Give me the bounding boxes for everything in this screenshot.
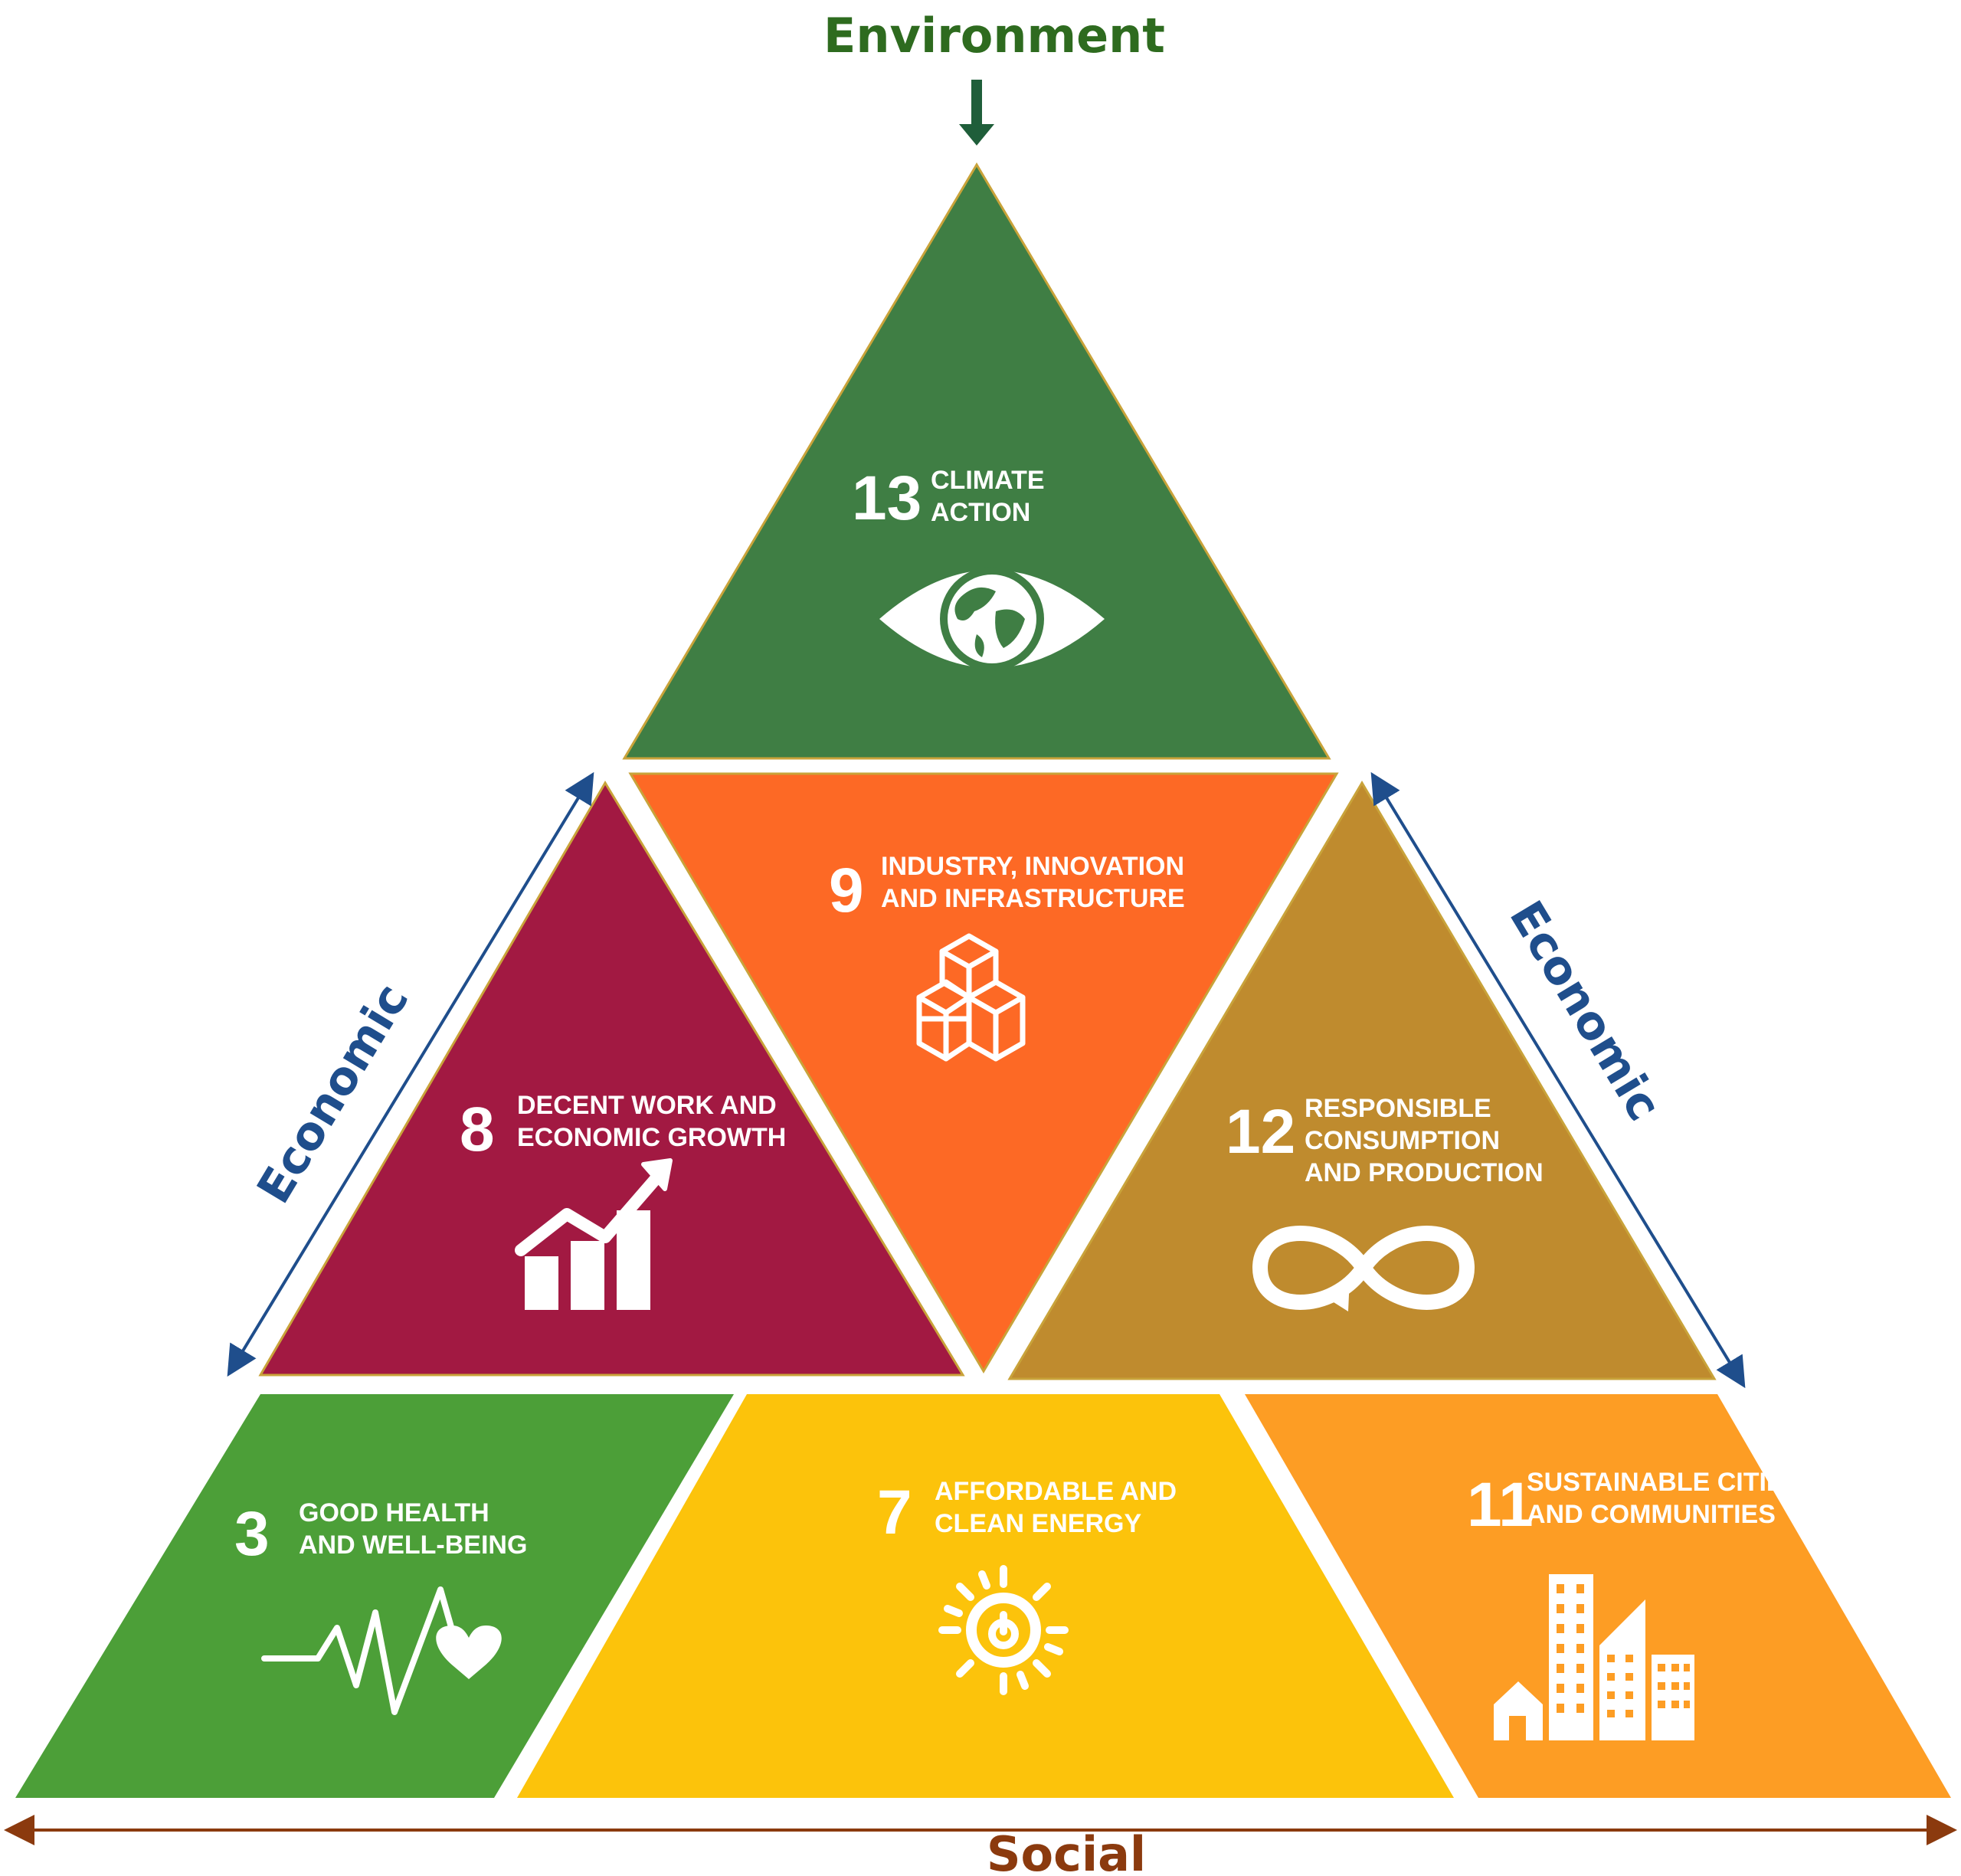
sdg3-number: 3 bbox=[234, 1499, 270, 1569]
sdg8-title-line1: DECENT WORK AND bbox=[517, 1091, 777, 1120]
sdg12-title-line2: CONSUMPTION bbox=[1305, 1126, 1500, 1155]
sdg11-title-line1: SUSTAINABLE CITIES bbox=[1527, 1468, 1801, 1497]
sdg7-shape bbox=[517, 1394, 1454, 1798]
heartbeat-icon bbox=[261, 1586, 502, 1715]
sdg12-title-line3: AND PRODUCTION bbox=[1305, 1158, 1544, 1187]
sdg13-number: 13 bbox=[852, 463, 922, 533]
sdg7-title-line2: CLEAN ENERGY bbox=[935, 1509, 1141, 1538]
sdg7-title-line1: AFFORDABLE AND bbox=[935, 1477, 1177, 1506]
sdg9-tile: 9 INDUSTRY, INNOVATION AND INFRASTRUCTUR… bbox=[628, 772, 1339, 1373]
sdg7-tile: 7 AFFORDABLE AND CLEAN ENERGY bbox=[517, 1394, 1454, 1798]
sdg3-shape bbox=[15, 1394, 734, 1798]
right-economic-arrow bbox=[1370, 771, 1746, 1389]
sdg12-title-line1: RESPONSIBLE bbox=[1305, 1094, 1491, 1123]
sun-power-icon bbox=[938, 1565, 1069, 1695]
environment-label: Environment bbox=[823, 8, 1165, 64]
sdg3-title-line2: AND WELL-BEING bbox=[299, 1531, 527, 1560]
sdg13-title-line1: CLIMATE bbox=[931, 466, 1045, 495]
sdg3-title-line1: GOOD HEALTH bbox=[299, 1498, 489, 1527]
buildings-icon bbox=[1494, 1574, 1694, 1740]
sdg11-number: 11 bbox=[1467, 1470, 1534, 1540]
environment-arrow bbox=[959, 80, 994, 146]
sdg12-number: 12 bbox=[1226, 1097, 1295, 1167]
sdg13-tile: 13 CLIMATE ACTION bbox=[622, 162, 1331, 760]
sdg8-number: 8 bbox=[460, 1095, 495, 1164]
cubes-icon bbox=[916, 933, 1026, 1062]
sdg8-title-line2: ECONOMIC GROWTH bbox=[517, 1123, 786, 1152]
sdg9-title-line2: AND INFRASTRUCTURE bbox=[881, 884, 1185, 913]
sdg7-number: 7 bbox=[877, 1478, 912, 1547]
social-label: Social bbox=[987, 1826, 1146, 1876]
sdg13-title-line2: ACTION bbox=[931, 498, 1030, 527]
sdg11-tile: 11 SUSTAINABLE CITIES AND COMMUNITIES bbox=[1245, 1394, 1951, 1798]
sdg11-shape bbox=[1245, 1394, 1951, 1798]
eye-globe-icon bbox=[879, 567, 1105, 671]
sdg9-shape bbox=[628, 772, 1339, 1373]
sdg9-title-line1: INDUSTRY, INNOVATION bbox=[881, 852, 1184, 881]
sdg11-title-line2: AND COMMUNITIES bbox=[1527, 1500, 1776, 1529]
sdg9-number: 9 bbox=[829, 856, 864, 925]
sdg13-shape bbox=[622, 162, 1331, 760]
left-economic-arrow bbox=[227, 771, 594, 1377]
sdg3-tile: 3 GOOD HEALTH AND WELL-BEING bbox=[15, 1394, 734, 1798]
